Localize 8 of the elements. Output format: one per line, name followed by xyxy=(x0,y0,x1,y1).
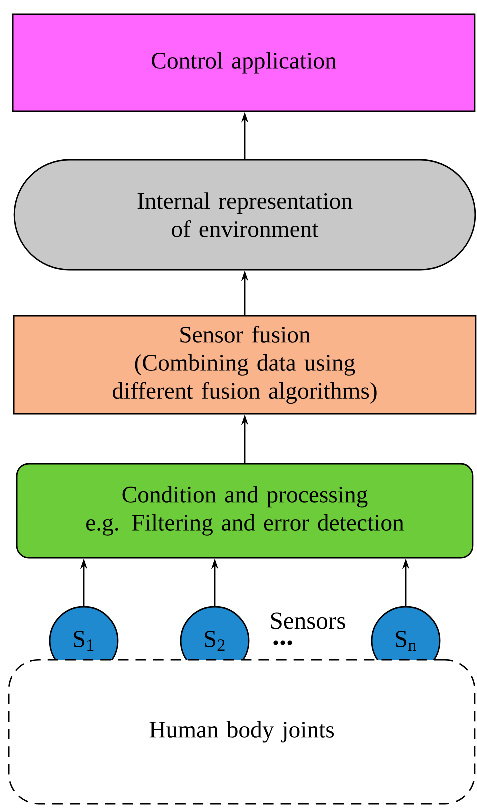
fusion-box: Sensor fusion (Combining data using different fusion algorithms) xyxy=(13,315,477,415)
processing-box: Condition and processing e.g. Filtering and error detection xyxy=(16,463,474,559)
node-label: Human body joints xyxy=(150,721,334,743)
body-region: Human body joints xyxy=(8,659,476,805)
application-box: Control application xyxy=(12,14,476,112)
representation-stadium: Internal representation of environment xyxy=(14,159,476,271)
label-text: Sensors xyxy=(271,612,346,630)
ellipsis-mark: ... xyxy=(274,640,292,646)
